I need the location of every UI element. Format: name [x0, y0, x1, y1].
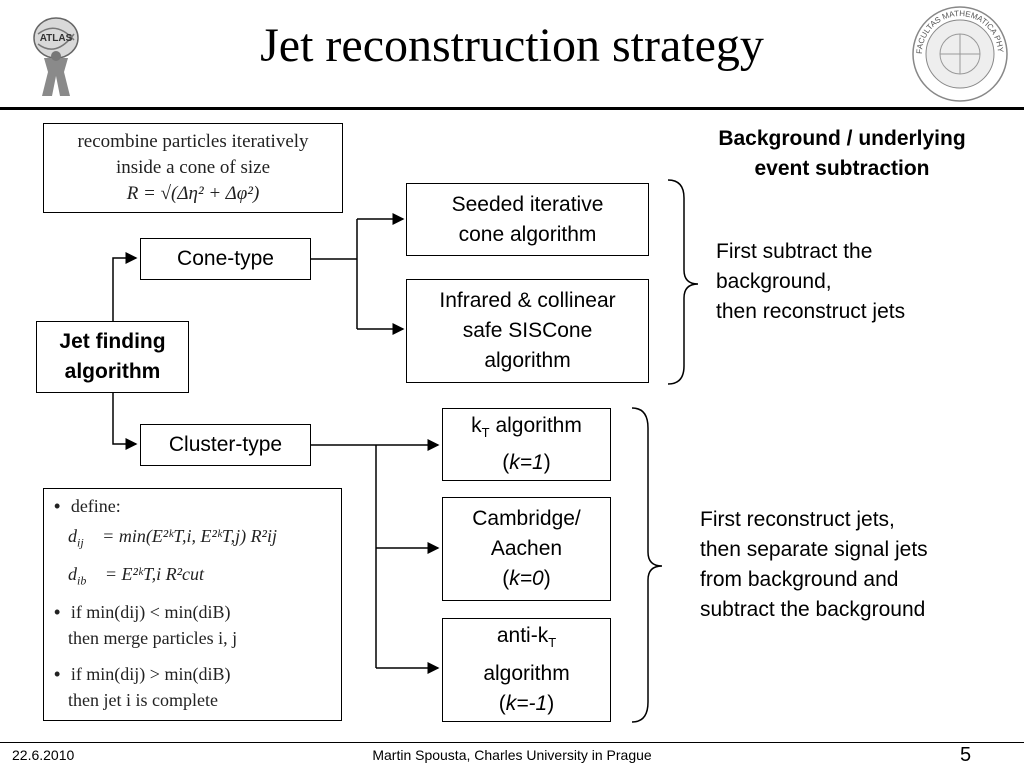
- atlas-logo-text: ATLAS: [40, 33, 73, 44]
- kt-param: k=1: [509, 451, 544, 475]
- kt-name: k: [471, 413, 482, 437]
- cluster-note: First reconstruct jets, then separate si…: [700, 505, 1010, 625]
- antikt-param-open: (: [498, 691, 506, 715]
- cambridge-line2: Aachen: [490, 537, 563, 560]
- cond2-line1: if min(dij) > min(diB): [70, 664, 231, 684]
- cone-formula-line3: R = √(Δη² + Δφ²): [126, 183, 260, 204]
- cone-note-line1: First subtract the: [716, 240, 873, 263]
- siscone-node: Infrared & collinear safe SISCone algori…: [406, 279, 649, 383]
- footer-author: Martin Spousta, Charles University in Pr…: [372, 747, 652, 763]
- jet-finding-line1: Jet finding: [59, 330, 166, 353]
- cond1-line2: then merge particles i, j: [68, 628, 238, 648]
- cond2-line2: then jet i is complete: [68, 690, 218, 710]
- cond2-row: • if min(dij) > min(diB): [54, 661, 230, 687]
- cone-type-node: Cone-type: [140, 238, 311, 280]
- define-label: define:: [70, 496, 121, 516]
- siscone-line3: algorithm: [484, 349, 571, 372]
- brace-cluster: [631, 407, 663, 723]
- connector-jet-to-cone: [112, 252, 138, 321]
- cambridge-line3: (k=0): [502, 564, 550, 594]
- cluster-note-line3: from background and: [700, 568, 899, 591]
- siscone-line2: safe SISCone: [462, 319, 593, 342]
- dib-rhs: = E²ᵏT,i R²cut: [104, 564, 205, 584]
- cluster-note-line1: First reconstruct jets,: [700, 508, 895, 531]
- kt-param-close: ): [543, 451, 551, 475]
- seeded-line2: cone algorithm: [458, 222, 597, 246]
- background-heading-line2: event subtraction: [754, 157, 930, 180]
- cone-formula-line2: inside a cone of size: [115, 157, 271, 178]
- header-rule: [0, 107, 1024, 110]
- cambridge-param: k=0: [509, 567, 544, 590]
- cone-type-label: Cone-type: [177, 247, 274, 270]
- jet-finding-line2: algorithm: [64, 360, 161, 383]
- dij-lhs: d: [68, 526, 77, 546]
- antikt-node: anti-kT algorithm (k=-1): [442, 618, 611, 722]
- kt-line2: (k=1): [502, 448, 550, 478]
- antikt-name: anti-k: [496, 624, 549, 648]
- cluster-note-line2: then separate signal jets: [700, 538, 928, 561]
- faculty-seal: FACULTAS MATHEMATICA PHYSICAQUE: [907, 0, 1010, 104]
- antikt-line2: algorithm: [483, 661, 570, 685]
- antikt-sub: T: [548, 635, 557, 651]
- cond1-line1: if min(dij) < min(diB): [70, 602, 231, 622]
- kt-rest: algorithm: [489, 413, 582, 437]
- background-heading-line1: Background / underlying: [718, 127, 966, 150]
- page-title: Jet reconstruction strategy: [260, 19, 764, 72]
- cone-note: First subtract the background, then reco…: [716, 237, 1006, 327]
- cluster-formula-box: • define: dij = min(E²ᵏT,i, E²ᵏT,j) R²ij…: [43, 488, 342, 721]
- connector-cone-split: [311, 219, 358, 329]
- cond2-bullet: •: [54, 664, 61, 684]
- kt-param-open: (: [502, 451, 510, 475]
- kt-node: kT algorithm (k=1): [442, 408, 611, 481]
- cambridge-line1: Cambridge/: [472, 507, 581, 530]
- define-bullet: •: [54, 496, 61, 516]
- dij-rhs: = min(E²ᵏT,i, E²ᵏT,j) R²ij: [102, 526, 277, 546]
- cambridge-param-open: (: [502, 567, 510, 590]
- cond1-bullet: •: [54, 602, 61, 622]
- kt-line1: kT algorithm: [471, 411, 582, 448]
- seeded-cone-node: Seeded iterative cone algorithm: [406, 183, 649, 256]
- jet-finding-node: Jet finding algorithm: [36, 321, 189, 393]
- dij-row: dij = min(E²ᵏT,i, E²ᵏT,j) R²ij: [68, 526, 277, 550]
- cluster-type-label: Cluster-type: [168, 433, 283, 456]
- kt-sub: T: [481, 425, 490, 441]
- cambridge-param-close: ): [543, 567, 551, 590]
- antikt-param-close: ): [547, 691, 555, 715]
- cone-note-line3: then reconstruct jets: [716, 300, 906, 323]
- cambridge-aachen-node: Cambridge/ Aachen (k=0): [442, 497, 611, 601]
- cone-formula-box: recombine particles iteratively inside a…: [43, 123, 343, 213]
- atlas-logo: ATLAS: [24, 10, 88, 98]
- antikt-param: k=-1: [505, 691, 548, 715]
- footer-page-number: 5: [960, 744, 972, 766]
- footer-date: 22.6.2010: [12, 747, 75, 763]
- antikt-line1: anti-kT: [497, 621, 556, 658]
- footer-rule: [0, 742, 1024, 743]
- siscone-line1: Infrared & collinear: [439, 289, 616, 312]
- cone-formula-line1: recombine particles iteratively: [77, 131, 309, 152]
- antikt-line3: (k=-1): [499, 689, 554, 719]
- cone-note-line2: background,: [716, 270, 832, 293]
- define-row: • define:: [54, 493, 121, 519]
- dib-row: dib = E²ᵏT,i R²cut: [68, 564, 205, 588]
- cluster-type-node: Cluster-type: [140, 424, 311, 466]
- brace-cone: [667, 179, 699, 385]
- connector-jet-to-cluster: [112, 392, 138, 450]
- seeded-line1: Seeded iterative: [451, 192, 604, 216]
- background-heading: Background / underlying event subtractio…: [680, 124, 1004, 184]
- cond1-row: • if min(dij) < min(diB): [54, 599, 230, 625]
- cluster-note-line4: subtract the background: [700, 598, 926, 621]
